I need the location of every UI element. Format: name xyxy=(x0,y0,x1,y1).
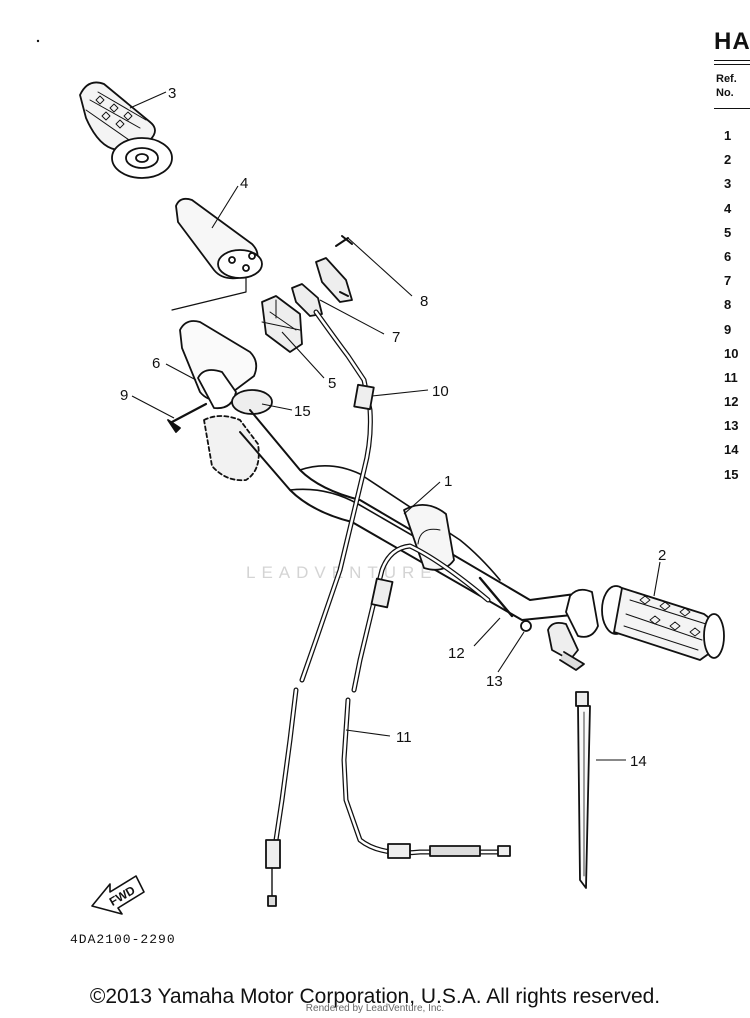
callout-9: 9 xyxy=(120,387,128,404)
callout-15: 15 xyxy=(294,403,311,420)
callout-1: 1 xyxy=(444,473,452,490)
ref-no-header: Ref. No. xyxy=(716,72,737,100)
left-switch-part xyxy=(167,320,273,482)
callout-numbers: 1 2 3 4 5 6 7 8 9 10 11 12 13 14 15 xyxy=(120,85,666,770)
callout-4: 4 xyxy=(240,175,248,192)
ref-header-line-2: No. xyxy=(716,87,734,99)
callout-3: 3 xyxy=(168,85,176,102)
ref-number: 14 xyxy=(724,442,739,458)
diagram-code: 4DA2100-2290 xyxy=(70,932,176,947)
copyright-notice: ©2013 Yamaha Motor Corporation, U.S.A. A… xyxy=(89,985,661,1008)
ref-number: 12 xyxy=(724,394,739,410)
ref-number: 5 xyxy=(724,224,732,240)
callout-7: 7 xyxy=(392,329,400,346)
header-rule xyxy=(714,108,750,109)
ref-number: 7 xyxy=(724,273,732,289)
ref-number: 15 xyxy=(724,466,739,482)
callout-6: 6 xyxy=(152,355,160,372)
lever-parts xyxy=(291,235,353,317)
handlebar-drawing xyxy=(79,81,725,907)
rendered-by-note: Rendered by LeadVenture, Inc. xyxy=(305,1003,445,1014)
ref-number: 11 xyxy=(724,369,738,385)
clutch-cable-part xyxy=(341,543,532,859)
ref-number: 2 xyxy=(724,152,732,168)
ref-number: 10 xyxy=(724,345,739,361)
callout-13: 13 xyxy=(486,673,503,690)
callout-12: 12 xyxy=(448,645,465,662)
callout-10: 10 xyxy=(432,383,449,400)
callout-11: 11 xyxy=(396,729,412,746)
leader-lines xyxy=(129,91,661,761)
ref-number: 1 xyxy=(724,128,732,143)
ref-number-list: 1 2 3 4 5 6 7 8 9 10 11 12 13 14 15 xyxy=(724,128,738,491)
throttle-housing-part xyxy=(261,295,303,353)
callout-14: 14 xyxy=(630,753,647,770)
title-rule xyxy=(714,60,750,61)
throttle-cable-part xyxy=(265,309,375,907)
forward-arrow-icon: FWD xyxy=(91,875,145,915)
throttle-tube-part xyxy=(171,197,263,311)
title-rule-2 xyxy=(714,64,750,65)
ref-number: 6 xyxy=(724,248,732,264)
callout-5: 5 xyxy=(328,375,336,392)
callout-8: 8 xyxy=(420,293,428,310)
right-grip-part xyxy=(547,585,725,671)
cable-tie-part xyxy=(575,691,591,889)
ref-number: 8 xyxy=(724,297,732,313)
handlebar-part xyxy=(239,409,591,621)
ref-number: 3 xyxy=(724,176,732,192)
ref-number: 4 xyxy=(724,200,732,216)
parts-list-panel: HA Ref. No. 1 2 3 4 5 6 7 8 9 10 11 12 1… xyxy=(712,28,750,488)
ref-number: 9 xyxy=(724,321,732,337)
parts-list-title: HA xyxy=(714,28,750,55)
ref-header-line-1: Ref. xyxy=(716,73,737,85)
callout-2: 2 xyxy=(658,547,666,564)
ref-number: 13 xyxy=(724,418,739,434)
left-grip-part xyxy=(79,81,173,179)
